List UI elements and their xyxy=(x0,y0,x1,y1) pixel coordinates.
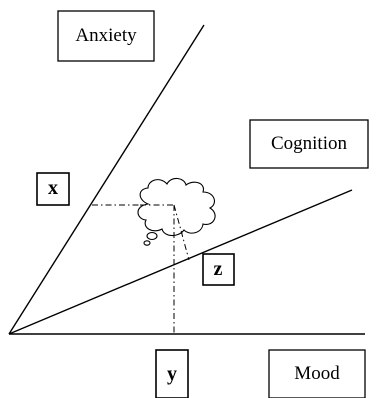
y-variable-text: y xyxy=(167,363,177,385)
z-projection-over-cloud xyxy=(173,204,183,235)
thought-cloud-icon xyxy=(137,177,216,246)
anxiety-label: Anxiety xyxy=(57,10,155,62)
anxiety-axis-line xyxy=(8,24,205,335)
cognition-label-text: Cognition xyxy=(271,133,348,154)
mood-label-text: Mood xyxy=(294,363,340,384)
cognition-label: Cognition xyxy=(249,119,369,169)
mood-label: Mood xyxy=(268,349,366,398)
x-variable-label: x xyxy=(36,172,70,206)
cognition-axis-line xyxy=(8,189,353,335)
z-variable-text: z xyxy=(214,258,223,280)
x-variable-text: x xyxy=(48,177,58,199)
y-variable-label: y xyxy=(155,349,189,398)
z-variable-label: z xyxy=(202,253,235,286)
anxiety-label-text: Anxiety xyxy=(75,25,137,46)
